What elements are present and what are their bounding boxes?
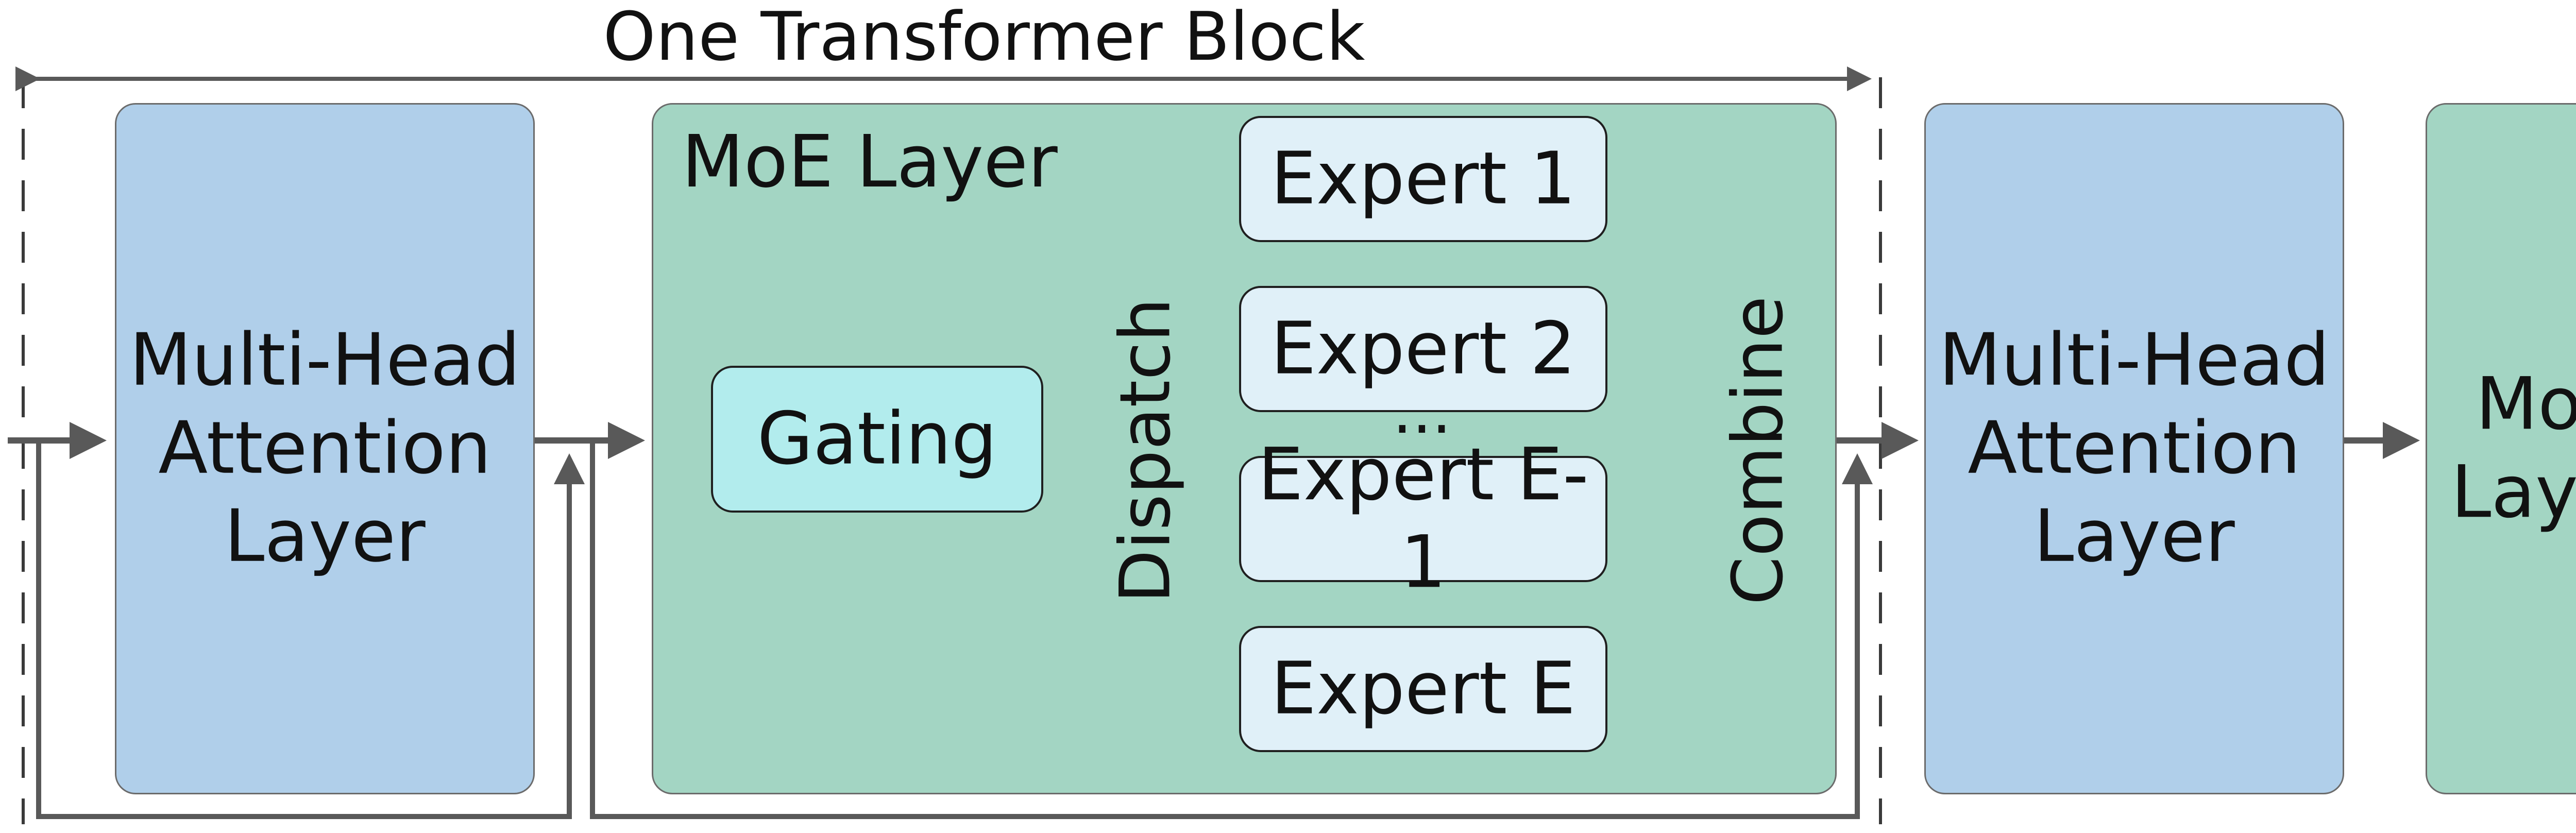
combine-label: Combine (1717, 296, 1799, 605)
expert-label-e-1: Expert E-1 (1258, 432, 1589, 605)
expert-box-2: Expert 2 (1239, 286, 1607, 412)
residual-path-1 (36, 440, 585, 819)
gating-label: Gating (757, 397, 997, 481)
expert-box-e: Expert E (1239, 626, 1607, 752)
dispatch-label: Dispatch (1105, 298, 1186, 603)
expert-label-e: Expert E (1270, 647, 1576, 731)
expert-box-1: Expert 1 (1239, 116, 1607, 242)
block-title: One Transformer Block (603, 0, 1365, 76)
expert-label-2: Expert 2 (1270, 307, 1576, 391)
attention-1-label: Multi-Head Attention Layer (129, 318, 520, 579)
multi-head-attention-layer-1: Multi-Head Attention Layer (115, 103, 535, 794)
moe-final-label: MoE Layer (2451, 362, 2576, 534)
moe-layer-title: MoE Layer (682, 120, 1058, 204)
multi-head-attention-layer-2: Multi-Head Attention Layer (1924, 103, 2344, 794)
attention-2-label: Multi-Head Attention Layer (1939, 318, 2330, 579)
expert-label-1: Expert 1 (1270, 137, 1576, 221)
residual-path-2 (590, 440, 1873, 819)
gating-box: Gating (711, 366, 1043, 513)
expert-box-e-1: Expert E-1 (1239, 433, 1607, 605)
moe-layer-final: MoE Layer (2426, 103, 2576, 794)
experts-ellipsis: ... (1392, 376, 1452, 448)
